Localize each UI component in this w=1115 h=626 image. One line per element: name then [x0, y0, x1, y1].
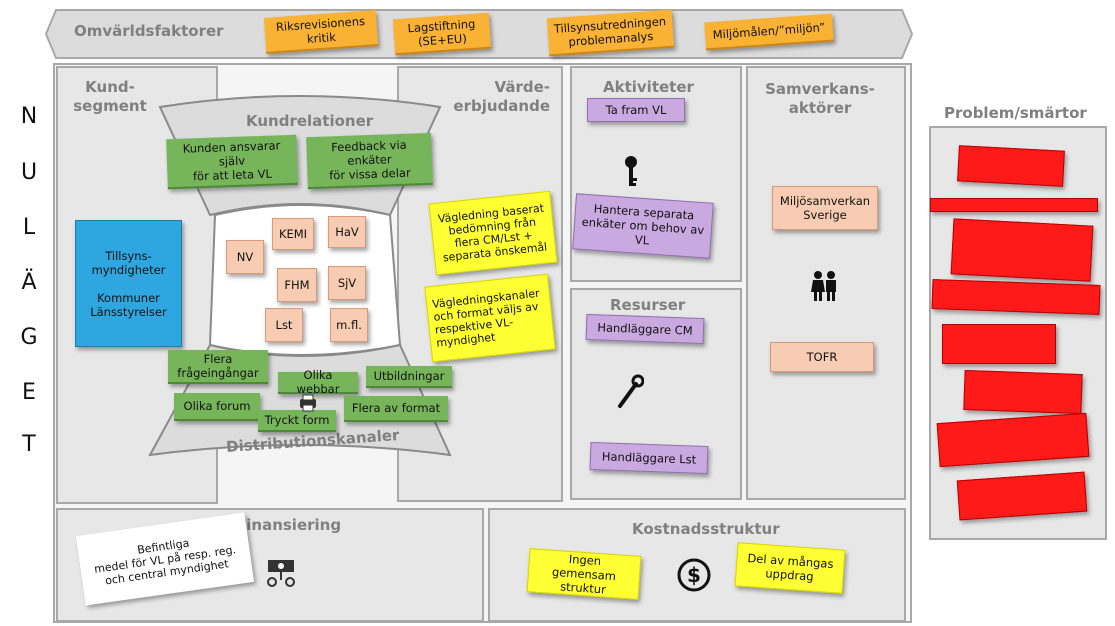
- side-letter: T: [22, 432, 36, 457]
- svg-text:$: $: [687, 563, 701, 587]
- problem-title: Problem/smärtor: [944, 104, 1087, 122]
- side-letter: L: [22, 215, 36, 240]
- omvarld-title: Omvärldsfaktorer: [74, 22, 224, 40]
- kundsegment-note: Tillsyns- myndigheter Kommuner Länsstyre…: [75, 220, 182, 347]
- varde-title: Värde- erbjudande: [453, 78, 550, 115]
- distribution-note: Olika forum: [174, 393, 260, 421]
- printer-icon: [300, 394, 316, 412]
- aktiviteter-title: Aktiviteter: [603, 78, 694, 96]
- resurser-note: Handläggare Lst: [589, 441, 709, 475]
- agency-note: m.fl.: [330, 308, 368, 342]
- money-flow-icon: [267, 560, 295, 587]
- problem-note: [942, 324, 1056, 364]
- distribution-note: Tryckt form: [258, 410, 336, 432]
- problem-note: [930, 198, 1098, 212]
- agency-note: KEMI: [272, 218, 314, 250]
- key-icon: [625, 156, 637, 186]
- distribution-note: Flera av format: [344, 396, 448, 422]
- side-letter: Ä: [21, 270, 37, 295]
- aktiviteter-note: Ta fram VL: [587, 98, 685, 122]
- problem-note: [957, 145, 1065, 187]
- side-letter: U: [20, 160, 38, 185]
- resurser-title: Resurser: [610, 296, 686, 314]
- side-letter: N: [20, 104, 38, 129]
- agency-note: Lst: [265, 308, 303, 342]
- dollar-icon: $: [677, 558, 711, 592]
- distribution-note: Utbildningar: [366, 366, 452, 388]
- varde-note: Vägledningskanaler och format väljs av r…: [424, 273, 556, 363]
- distribution-note: Olika webbar: [278, 368, 358, 396]
- agency-note: SjV: [328, 266, 366, 300]
- omvarld-note: Lagstiftning (SE+EU): [392, 12, 492, 56]
- samverkan-title: Samverkans- aktörer: [765, 80, 875, 117]
- problem-note: [963, 369, 1083, 415]
- kostnad-note: Ingen gemensam struktur: [526, 548, 642, 600]
- agency-note: NV: [226, 240, 264, 274]
- agency-note: FHM: [277, 268, 317, 302]
- distribution-note: Flera frågeingångar: [168, 350, 268, 384]
- kundsegment-title: Kund- segment: [73, 78, 147, 115]
- samverkan-note: TOFR: [770, 342, 874, 372]
- people-icon: [811, 271, 836, 301]
- kostnad-title: Kostnadsstruktur: [632, 520, 780, 538]
- side-letter: G: [20, 325, 38, 350]
- kundrel-note: Kunden ansvarar själv för att leta VL: [166, 134, 298, 190]
- problem-note: [950, 218, 1094, 282]
- wrench-icon: [618, 374, 644, 408]
- finansiering-title: Finansiering: [236, 516, 342, 534]
- aktiviteter-note: Hantera separata enkäter om behov av VL: [572, 193, 714, 259]
- samverkan-note: Miljösamverkan Sverige: [772, 186, 878, 230]
- varde-note: Vägledning baserat bedömning från flera …: [428, 190, 558, 276]
- kundrel-note: Feedback via enkäter för vissa delar: [306, 132, 433, 190]
- resurser-note: Handläggare CM: [585, 313, 705, 345]
- agency-note: HaV: [328, 216, 366, 248]
- side-letter: E: [22, 380, 36, 405]
- kostnad-note: Del av mångas uppdrag: [734, 542, 846, 594]
- problem-note: [931, 279, 1101, 315]
- kundrelationer-title: Kundrelationer: [246, 112, 374, 130]
